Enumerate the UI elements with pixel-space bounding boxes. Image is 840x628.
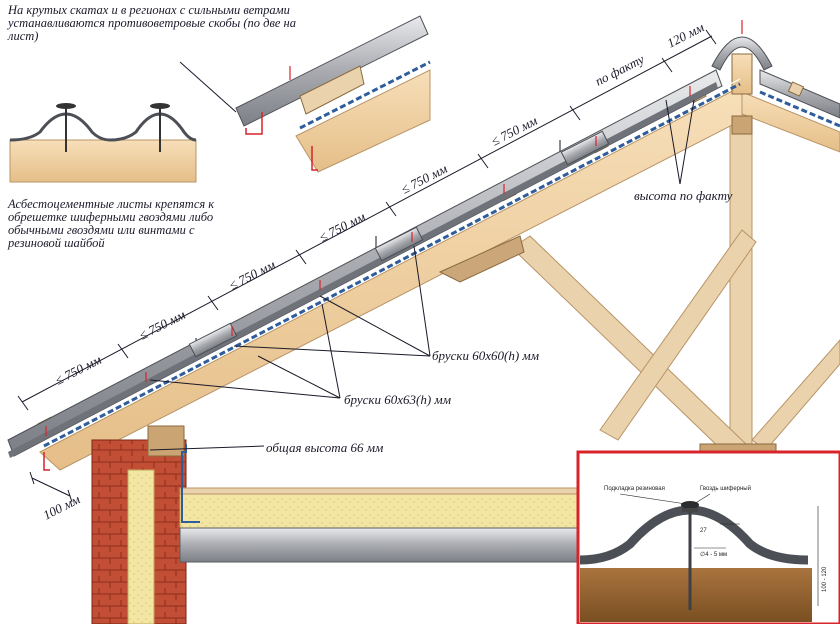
note-fastening: Асбестоцементные листы крепятся к обреше… xyxy=(8,197,215,250)
dim-as-fact: по факту xyxy=(593,51,647,88)
detail-dim-27: 27 xyxy=(700,528,707,534)
ceiling-insulation xyxy=(179,493,581,529)
membrane-right xyxy=(759,90,840,128)
detail-dim-washer: ∅4 - 5 мм xyxy=(700,551,727,558)
dim-spacing-6: ≤ 750 мм xyxy=(489,113,540,149)
note-wind-clips: На крутых скатах и в регионах с сильными… xyxy=(8,3,297,43)
wall-ceiling xyxy=(91,425,581,625)
ridge-block xyxy=(731,53,753,95)
vapor-barrier xyxy=(181,444,200,523)
dim-overhang: 100 мм xyxy=(41,491,83,522)
wall-plate xyxy=(147,425,185,457)
strut-right xyxy=(751,339,840,451)
wall-insulation xyxy=(127,469,155,625)
label-total-height: общая высота 66 мм xyxy=(266,440,383,455)
dim-spacing-2: ≤ 750 мм xyxy=(137,307,188,343)
inset-profile xyxy=(9,103,197,183)
dim-spacing-4: ≤ 750 мм xyxy=(317,209,368,245)
nails xyxy=(45,86,691,436)
detail-washer-label: Подкладка резиновая xyxy=(604,486,665,492)
strut-cross xyxy=(599,229,757,441)
roof-right xyxy=(711,20,840,128)
ceiling-board xyxy=(179,487,581,495)
inset-wind-clip xyxy=(235,15,431,173)
dim-ridge-gap: 120 мм xyxy=(665,19,707,50)
detail-nail-label: Гвоздь шиферный xyxy=(700,485,751,492)
slate-shadow xyxy=(8,82,718,458)
detail-dim-length: 100 - 120 xyxy=(822,566,828,592)
dim-spacing-3: ≤ 750 мм xyxy=(227,257,278,293)
membrane-left xyxy=(43,82,741,448)
detail-washer xyxy=(682,508,698,512)
king-post xyxy=(729,109,753,451)
rafter-brace xyxy=(438,235,525,283)
detail-wood xyxy=(580,568,812,622)
label-batten-60x63: бруски 60x63(h) мм xyxy=(344,392,451,407)
label-height-actual: высота по факту xyxy=(634,188,733,203)
eave-clip xyxy=(43,452,50,471)
ceiling-beam xyxy=(179,527,581,563)
truss xyxy=(39,53,840,471)
leader-lines xyxy=(149,61,695,451)
detail-nail-head xyxy=(681,501,699,509)
label-batten-60x60: бруски 60x60(h) мм xyxy=(432,348,539,363)
ridge-post-top xyxy=(731,115,753,135)
inset-nail-detail: Подкладка резиновая Гвоздь шиферный 27 ∅… xyxy=(576,450,840,626)
ridge-cap xyxy=(711,36,773,71)
roof-left xyxy=(7,69,741,471)
dim-spacing-1: ≤ 750 мм xyxy=(53,352,104,388)
